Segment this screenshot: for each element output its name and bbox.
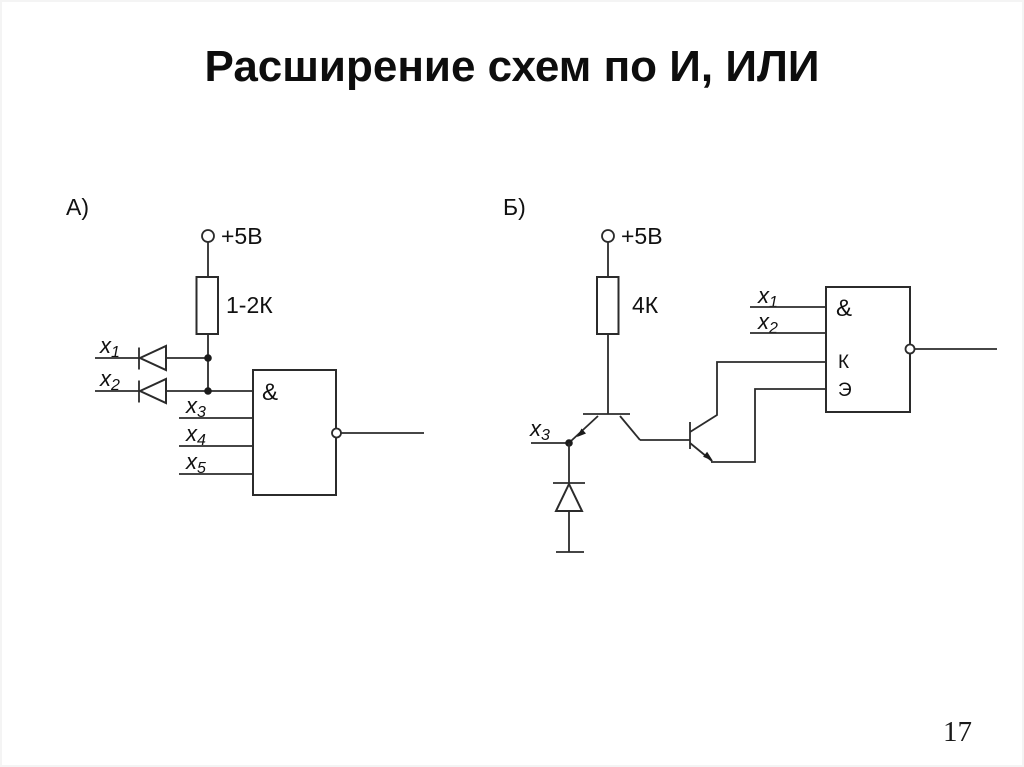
input-label-x1: x1 (99, 333, 120, 361)
transistor-collector-wire (689, 361, 826, 433)
power-terminal-icon (201, 229, 215, 243)
diode-icon (554, 481, 584, 512)
input-label-x1: x1 (757, 283, 778, 311)
input-label-x5: x5 (185, 449, 206, 477)
input-label-x3: x3 (529, 416, 550, 444)
emitter-arrow-icon (703, 451, 713, 461)
and-gate-symbol: & (262, 379, 278, 406)
page-number: 17 (943, 716, 972, 748)
diode-icon (137, 344, 167, 372)
circuit-b-label: Б) (503, 194, 526, 220)
and-gate-symbol: & (836, 295, 852, 322)
resistor-icon (195, 276, 219, 335)
input-label-x3: x3 (185, 393, 206, 421)
junction-dot (204, 387, 212, 395)
inversion-bubble-icon (331, 427, 342, 439)
gate-pin-collector: К (838, 352, 849, 373)
transistor-collector-icon (619, 415, 641, 441)
and-gate-icon (252, 369, 337, 496)
junction-dot (204, 354, 212, 362)
emitter-arrow-icon (577, 428, 586, 437)
resistor-label: 4К (632, 292, 659, 318)
power-terminal-icon (601, 229, 615, 243)
circuit-a-label: А) (66, 194, 89, 220)
input-label-x4: x4 (185, 421, 206, 449)
transistor-emitter-wire (711, 388, 826, 463)
inversion-bubble-icon (904, 343, 916, 355)
power-label: +5В (221, 223, 263, 249)
and-gate-icon (825, 286, 911, 413)
input-label-x2: x2 (99, 366, 120, 394)
gate-pin-emitter: Э (838, 380, 852, 401)
slide-title: Расширение схем по И, ИЛИ (204, 42, 820, 91)
resistor-icon (596, 276, 620, 335)
circuit-b: Б) +5В 4К x3 (503, 194, 997, 553)
power-label: +5В (621, 223, 663, 249)
diode-icon (137, 377, 167, 405)
circuit-a: А) +5В 1-2К x1 x2 x3 x4 (66, 194, 424, 496)
transistor-emitter-icon (570, 415, 599, 442)
input-label-x2: x2 (757, 309, 778, 337)
resistor-label: 1-2К (226, 292, 273, 318)
